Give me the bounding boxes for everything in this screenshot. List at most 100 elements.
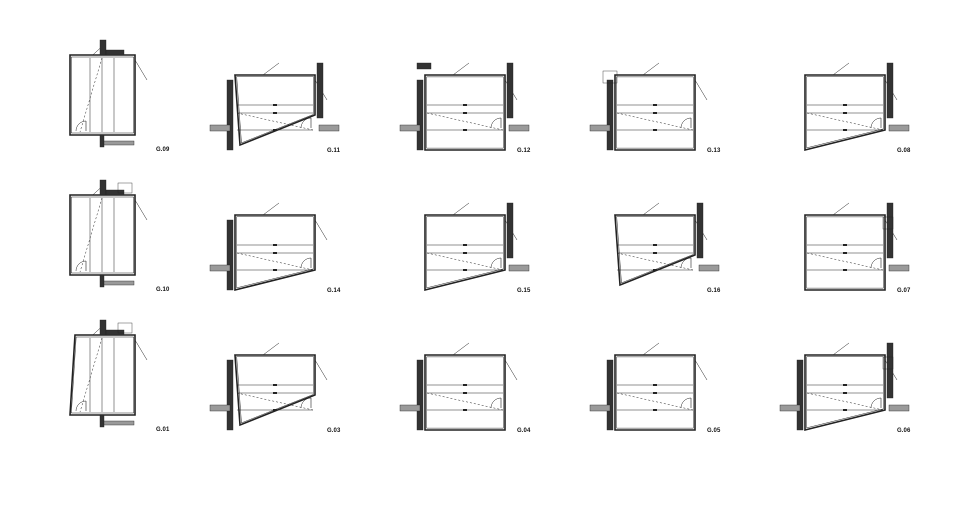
wall-segment: [506, 62, 514, 119]
room-inner-line: [426, 356, 504, 429]
dashed-line: [236, 112, 314, 131]
door-swing: [75, 400, 87, 412]
dimension-tick: [463, 392, 467, 394]
room-outer-wall: [614, 74, 696, 151]
wall-segment: [99, 319, 107, 336]
wall-hatched: [103, 140, 135, 146]
leader-line: [694, 79, 708, 101]
dimension-tick: [463, 252, 467, 254]
room-outer-wall: [234, 74, 316, 147]
fixture-box: [117, 182, 133, 194]
leader-line: [504, 359, 518, 381]
wall-segment: [886, 62, 894, 119]
door-swing: [75, 260, 87, 272]
room-cell-g-03: G.03: [205, 320, 365, 450]
dimension-tick: [273, 409, 277, 411]
door-swing: [870, 257, 882, 269]
room-inner-line: [236, 356, 314, 424]
wall-hatched: [508, 124, 530, 132]
dashed-line: [616, 392, 694, 411]
room-cell-g-10: G.10: [60, 179, 220, 310]
room-label: G.03: [327, 428, 341, 434]
dimension-tick: [843, 392, 847, 394]
dashed-line: [236, 252, 314, 271]
dimension-tick: [463, 129, 467, 131]
dimension-tick: [843, 269, 847, 271]
room-plan: [209, 342, 328, 431]
wall-hatched: [589, 124, 611, 132]
door-swing: [300, 257, 312, 269]
room-drawing: [69, 319, 148, 428]
wall-hatched: [698, 264, 720, 272]
room-drawing: [804, 202, 910, 291]
leader-line: [262, 342, 280, 356]
room-inner-line: [616, 216, 694, 284]
room-plan: [399, 342, 518, 431]
room-drawing: [779, 342, 910, 432]
wall-segment: [886, 202, 894, 259]
dimension-tick: [463, 244, 467, 246]
wall-hatched: [888, 404, 910, 412]
room-plan: [209, 202, 328, 292]
room-inner-line: [426, 76, 504, 149]
room-plan: [804, 62, 910, 152]
wall-segment: [226, 359, 234, 431]
dimension-tick: [273, 244, 277, 246]
dimension-tick: [843, 409, 847, 411]
room-plan: [614, 202, 720, 287]
leader-line: [642, 342, 660, 356]
room-drawing: [209, 62, 340, 151]
wall-hatched: [589, 404, 611, 412]
wall-hatched: [103, 280, 135, 286]
dimension-tick: [653, 252, 657, 254]
room-label: G.15: [517, 288, 531, 294]
room-label: G.16: [707, 288, 721, 294]
dimension-tick: [463, 104, 467, 106]
room-plan: [589, 342, 708, 431]
room-cell-g-01: G.01: [60, 319, 220, 450]
wall-segment: [316, 62, 324, 119]
leader-line: [314, 219, 328, 241]
door-swing: [300, 397, 312, 409]
dashed-line: [806, 392, 884, 411]
dimension-tick: [843, 384, 847, 386]
wall-segment: [105, 49, 125, 56]
room-cell-g-04: G.04: [395, 320, 555, 450]
dimension-tick: [273, 269, 277, 271]
room-label: G.10: [156, 287, 170, 293]
wall-hatched: [779, 404, 801, 412]
wall-segment: [506, 202, 514, 259]
dimension-tick: [653, 269, 657, 271]
wall-hatched: [399, 124, 421, 132]
dashed-line: [79, 57, 103, 133]
wall-segment: [105, 189, 125, 196]
dimension-tick: [273, 392, 277, 394]
room-inner-line: [806, 216, 884, 289]
leader-line: [314, 359, 328, 381]
dashed-line: [616, 112, 694, 131]
room-inner-line: [71, 336, 134, 414]
fixture-box: [882, 356, 894, 370]
dimension-tick: [273, 129, 277, 131]
room-outer-wall: [424, 354, 506, 431]
room-cell-g-08: G.08: [775, 40, 935, 170]
room-label: G.09: [156, 147, 170, 153]
dimension-tick: [843, 244, 847, 246]
room-drawing: [589, 342, 708, 431]
room-inner-line: [71, 196, 134, 274]
dimension-tick: [273, 112, 277, 114]
room-outer-wall: [804, 354, 886, 432]
wall-segment: [606, 359, 614, 431]
room-inner-line: [616, 356, 694, 429]
room-cell-g-05: G.05: [585, 320, 745, 450]
door-swing: [870, 397, 882, 409]
wall-hatched: [318, 124, 340, 132]
leader-line: [694, 359, 708, 381]
leader-line: [134, 339, 148, 361]
wall-segment: [796, 359, 804, 431]
wall-segment: [99, 274, 105, 288]
room-drawing: [69, 39, 148, 148]
room-cell-g-16: G.16: [585, 180, 745, 310]
wall-hatched: [888, 264, 910, 272]
